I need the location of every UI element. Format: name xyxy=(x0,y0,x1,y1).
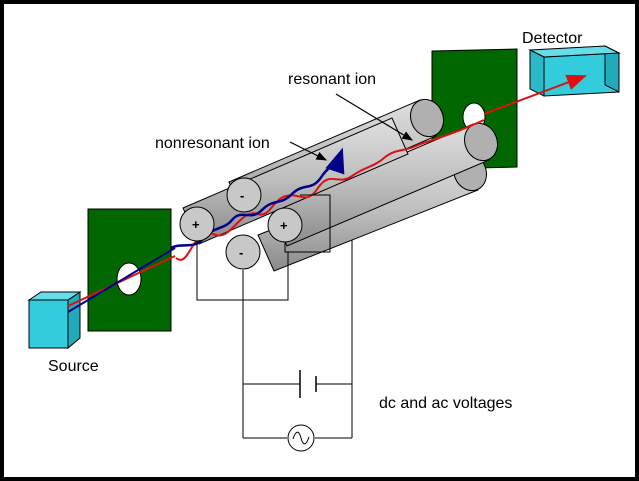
detector-box xyxy=(528,45,621,97)
resonant-ion-label: resonant ion xyxy=(288,71,376,88)
nonresonant-ion-pointer xyxy=(289,141,328,161)
diagram-canvas: - + + - Detector resonant ion nonresonan… xyxy=(4,4,635,477)
ac-source-symbol xyxy=(287,424,315,452)
voltages-label: dc and ac voltages xyxy=(379,395,512,412)
circuit-wiring xyxy=(196,194,353,439)
source-beam-blue xyxy=(67,247,176,313)
entrance-plate xyxy=(87,208,172,332)
rod-sign-top-left: - xyxy=(240,188,244,203)
rod-sign-front-left: + xyxy=(192,217,200,232)
rod-sign-front-right: + xyxy=(280,218,288,233)
rod-sign-bottom: - xyxy=(239,245,243,260)
source-box xyxy=(27,291,82,350)
resonant-ion-exit-path xyxy=(483,74,587,115)
source-label: Source xyxy=(48,358,99,375)
dc-battery-symbol xyxy=(299,370,317,398)
resonant-ion-pointer xyxy=(335,93,414,141)
quadrupole-diagram: - + + - Detector resonant ion nonresonan… xyxy=(27,30,621,452)
rod-face-top-left xyxy=(226,177,262,213)
detector-label: Detector xyxy=(522,30,583,47)
resonant-ion-path xyxy=(175,119,485,261)
nonresonant-ion-label: nonresonant ion xyxy=(155,135,270,152)
rod-face-bottom xyxy=(225,234,261,270)
